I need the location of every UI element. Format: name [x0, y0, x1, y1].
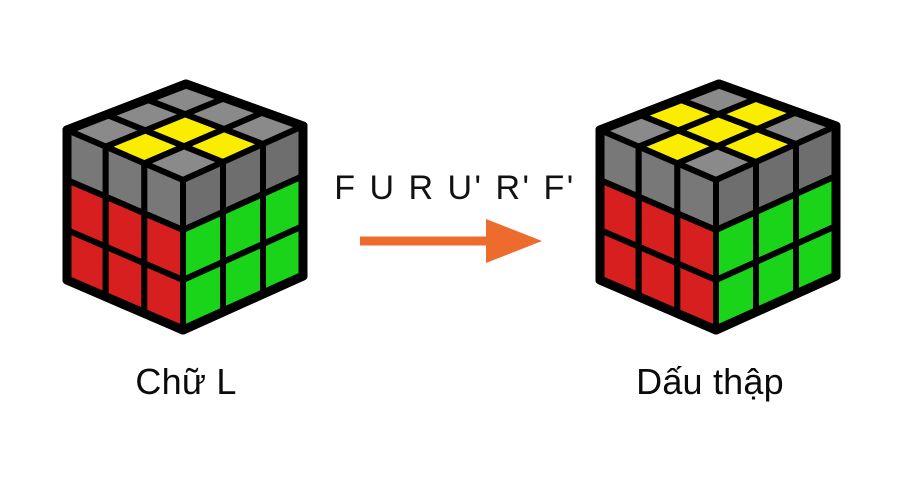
caption-before: Chữ L — [135, 361, 237, 402]
cube-before-graphic — [62, 79, 308, 335]
cube-outline — [62, 79, 308, 335]
algorithm-label: F U R U' R' F' — [334, 169, 576, 207]
cube-outline — [595, 79, 841, 335]
transition-arrow-icon — [360, 219, 542, 263]
cube-right-face — [180, 123, 306, 333]
cube-after — [588, 62, 848, 342]
cube-after-graphic — [595, 79, 841, 335]
arrow-shape — [360, 219, 542, 263]
cube-before — [55, 62, 315, 342]
caption-after: Dấu thập — [636, 361, 784, 402]
